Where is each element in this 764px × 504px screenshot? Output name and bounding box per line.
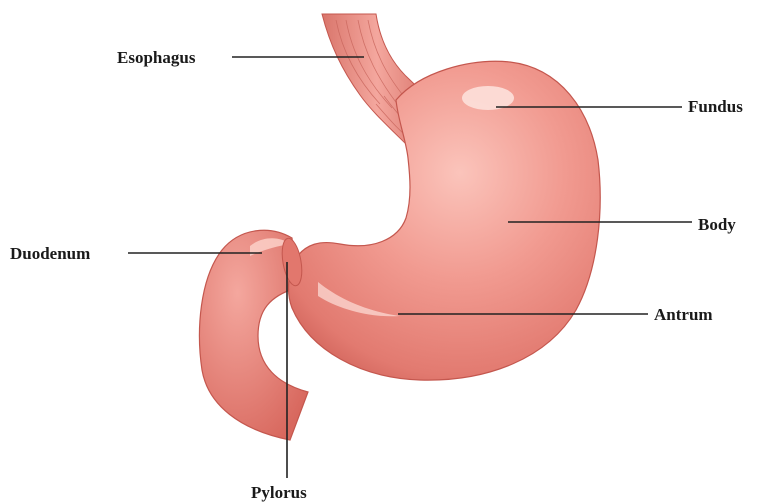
stomach-body-shape (289, 61, 601, 380)
label-pylorus: Pylorus (251, 484, 307, 501)
label-duodenum: Duodenum (10, 245, 90, 262)
label-body: Body (698, 216, 736, 233)
label-antrum: Antrum (654, 306, 713, 323)
label-fundus: Fundus (688, 98, 743, 115)
label-esophagus: Esophagus (117, 49, 195, 66)
